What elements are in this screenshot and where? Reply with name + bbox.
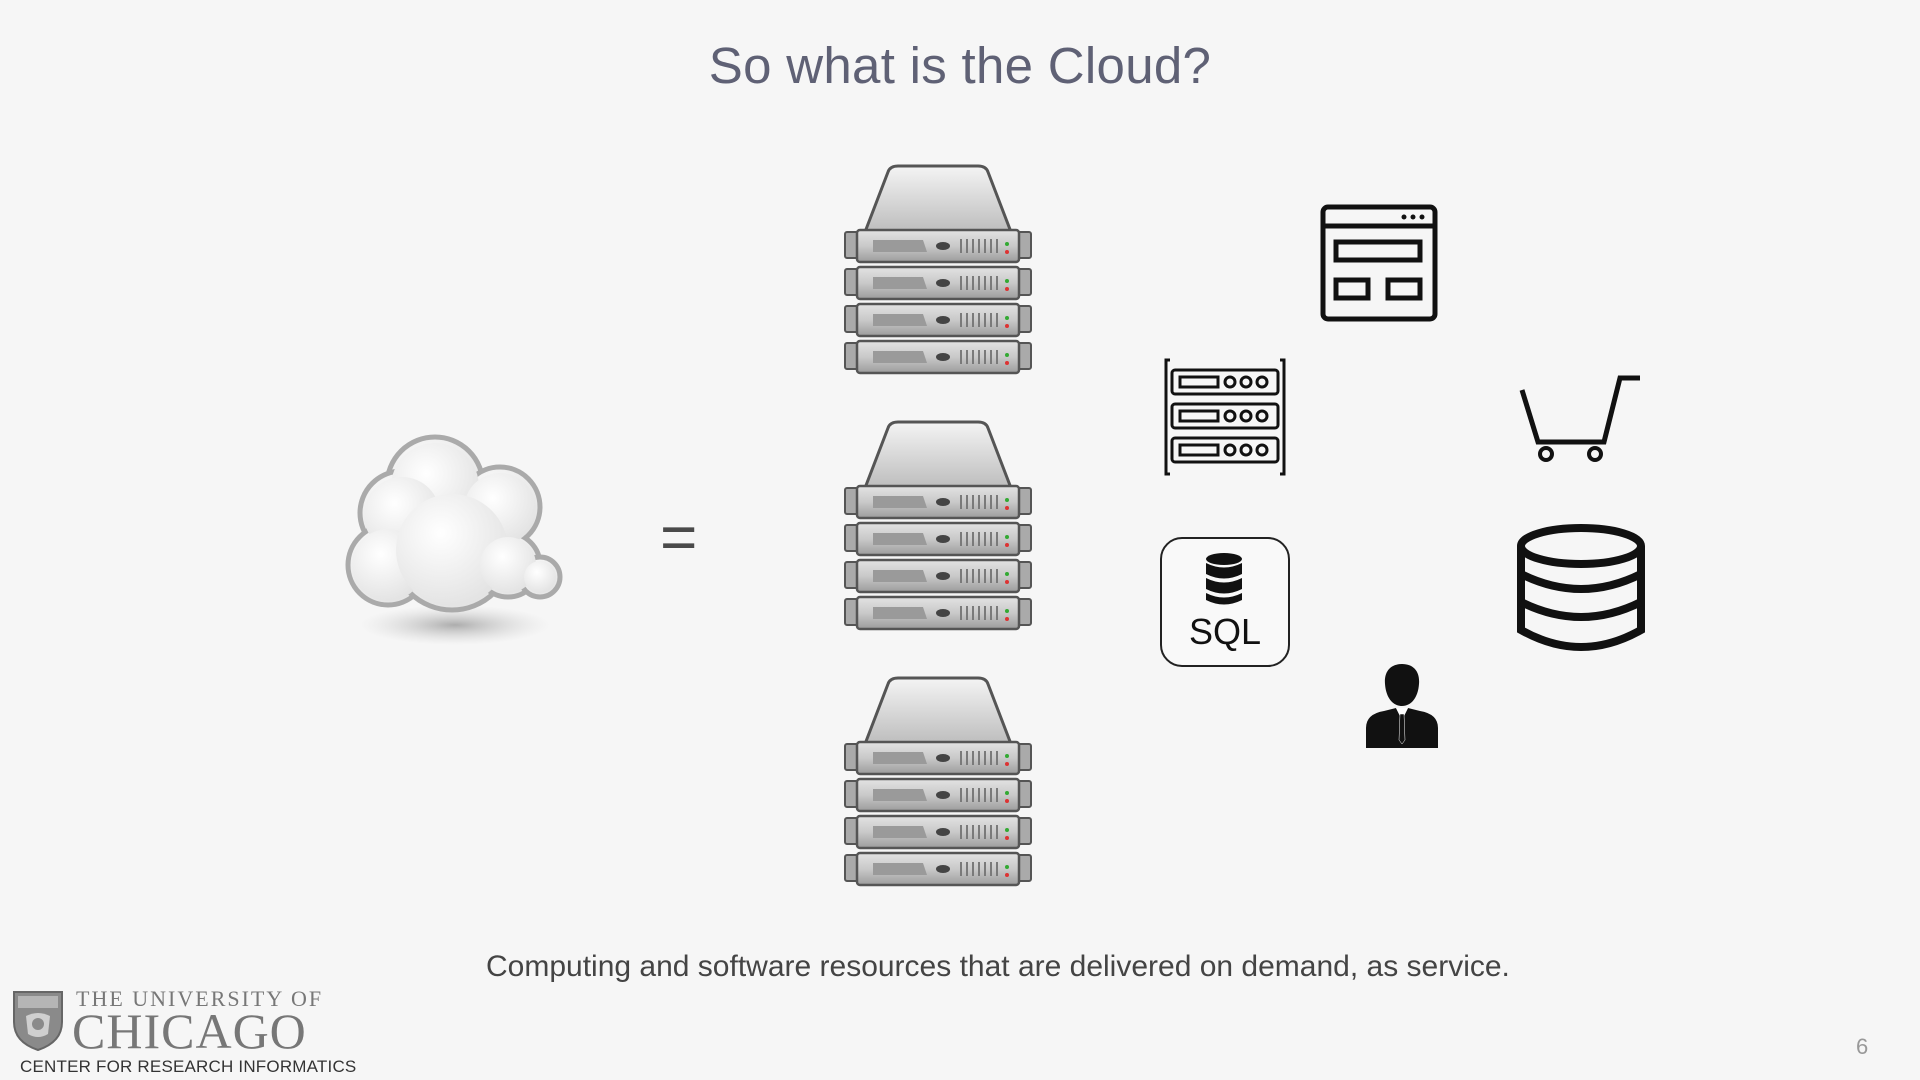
slide-caption: Computing and software resources that ar… <box>486 950 1510 983</box>
slide-title: So what is the Cloud? <box>708 37 1212 94</box>
server-rack-icon <box>1164 358 1286 476</box>
cloud-icon <box>345 434 563 645</box>
university-shield-icon <box>13 991 63 1052</box>
database-cylinder-icon <box>1206 553 1242 605</box>
user-icon <box>1366 664 1438 748</box>
server-stack-icon <box>843 418 1039 638</box>
web-window-icon <box>1320 204 1438 322</box>
logo-line2: CHICAGO <box>72 1003 307 1059</box>
logo-line1: THE UNIVERSITY OF <box>76 986 324 1011</box>
database-icon <box>1517 524 1645 651</box>
shopping-cart-icon <box>1519 375 1640 462</box>
logo-line3: CENTER FOR RESEARCH INFORMATICS <box>20 1057 357 1076</box>
sql-label: SQL <box>1188 611 1262 652</box>
server-stack-icon <box>843 674 1039 894</box>
sql-database-icon: SQL <box>1160 537 1290 667</box>
server-stack-icon <box>843 162 1039 382</box>
page-number: 6 <box>1856 1034 1869 1059</box>
equals-sign: = <box>660 501 698 573</box>
